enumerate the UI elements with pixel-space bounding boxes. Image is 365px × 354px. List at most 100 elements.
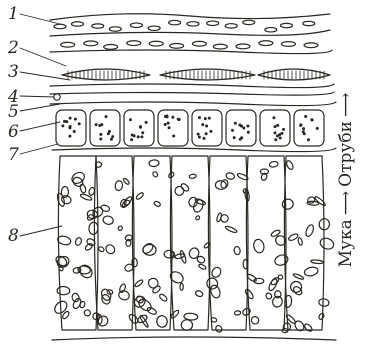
starch-grain xyxy=(269,161,278,168)
aleurone-granule xyxy=(167,122,169,124)
aleurone-granule xyxy=(316,127,318,129)
endosperm-cell xyxy=(58,156,98,330)
aleurone-granule xyxy=(168,127,170,129)
cross-cell xyxy=(258,69,330,80)
starch-grain xyxy=(57,286,70,295)
starch-grain xyxy=(102,215,114,225)
starch-grain xyxy=(244,288,254,300)
starch-grain xyxy=(184,313,198,321)
label-8: 8 xyxy=(8,228,19,245)
label-6: 6 xyxy=(8,124,19,141)
aleurone-granule xyxy=(164,124,166,126)
aleurone-granule xyxy=(273,117,275,119)
aleurone-granule xyxy=(311,119,313,121)
aleurone-granule xyxy=(308,139,310,141)
starch-grain xyxy=(134,279,144,288)
starch-grain xyxy=(311,260,324,264)
starch-grain xyxy=(77,263,94,280)
aleurone-granule xyxy=(203,137,205,139)
aleurone-granule xyxy=(177,118,179,120)
arrow-icon: ⟶ xyxy=(336,191,356,215)
aleurone-boundary xyxy=(52,148,336,152)
starch-grain xyxy=(104,243,116,255)
aleurone-granule xyxy=(133,135,135,137)
starch-grain xyxy=(56,192,66,207)
aleurone-granule xyxy=(66,121,68,123)
starch-grain xyxy=(75,237,83,246)
starch-grain xyxy=(233,246,240,255)
aleurone-granule xyxy=(131,139,133,141)
aleurone-granule xyxy=(109,130,111,132)
aleurone-granule xyxy=(145,121,147,123)
epidermis-cell xyxy=(280,23,292,27)
starch-grain xyxy=(148,278,159,289)
epidermis-cell xyxy=(187,22,199,26)
hypodermis-cell xyxy=(84,41,98,46)
aleurone-granule xyxy=(241,125,243,127)
starch-grain xyxy=(156,315,168,328)
leader-line xyxy=(20,144,58,154)
hyaline-line xyxy=(50,102,336,106)
epidermis-cell xyxy=(130,23,142,27)
caption-flour: Мука xyxy=(336,219,356,267)
starch-grain xyxy=(304,266,319,277)
starch-grain xyxy=(115,180,124,191)
aleurone-granule xyxy=(100,138,102,140)
starch-grain xyxy=(158,293,168,302)
starch-grain xyxy=(281,198,294,210)
starch-grain xyxy=(304,224,315,238)
aleurone-granule xyxy=(279,137,281,139)
tube-cell xyxy=(54,94,60,100)
starch-grain xyxy=(80,193,93,201)
aleurone-granule xyxy=(274,126,276,128)
starch-grain xyxy=(293,273,304,280)
starch-grain xyxy=(152,171,158,178)
epidermis-cell xyxy=(243,20,255,24)
hypodermis-cell xyxy=(259,41,273,46)
label-3: 3 xyxy=(8,64,19,81)
aleurone-granule xyxy=(305,116,307,118)
aleurone-granule xyxy=(62,125,64,127)
hypodermis-line xyxy=(50,50,332,54)
label-7: 7 xyxy=(8,147,19,164)
epidermis-cell xyxy=(92,24,104,28)
aleurone-granule xyxy=(173,135,175,137)
epidermis-inner-line xyxy=(50,30,330,36)
aleurone-granule xyxy=(69,135,71,137)
endosperm-cell xyxy=(246,156,286,330)
aleurone-granule xyxy=(198,136,200,138)
starch-grain xyxy=(265,292,273,300)
aleurone-granule xyxy=(234,122,236,124)
aleurone-cell xyxy=(158,110,188,146)
starch-grain xyxy=(225,225,238,233)
starch-grain xyxy=(288,233,299,242)
aleurone-granule xyxy=(111,138,113,140)
starch-grain xyxy=(195,290,204,298)
aleurone-granule xyxy=(140,126,142,128)
aleurone-granule xyxy=(275,139,277,141)
starch-grain xyxy=(122,178,130,186)
seed-coat-line-2 xyxy=(50,92,334,95)
aleurone-granule xyxy=(130,119,132,121)
aleurone-granule xyxy=(281,132,283,134)
starch-grain xyxy=(210,266,222,279)
starch-grain xyxy=(128,313,139,325)
epidermis-cell xyxy=(71,22,83,26)
starch-grain xyxy=(271,295,284,308)
aleurone-granule xyxy=(202,124,204,126)
epidermis-cell xyxy=(225,24,237,28)
aleurone-granule xyxy=(247,125,249,127)
endosperm-cell xyxy=(284,156,324,330)
starch-grain xyxy=(117,225,123,231)
aleurone-granule xyxy=(243,127,245,129)
starch-grain xyxy=(270,276,280,286)
starch-grain xyxy=(83,309,91,317)
epidermis-cell xyxy=(207,21,219,25)
starch-grain xyxy=(71,293,80,303)
starch-grain xyxy=(149,160,159,167)
aleurone-granule xyxy=(100,133,102,135)
leader-line xyxy=(20,72,70,80)
starch-grain xyxy=(173,185,185,197)
leader-line xyxy=(20,122,60,131)
